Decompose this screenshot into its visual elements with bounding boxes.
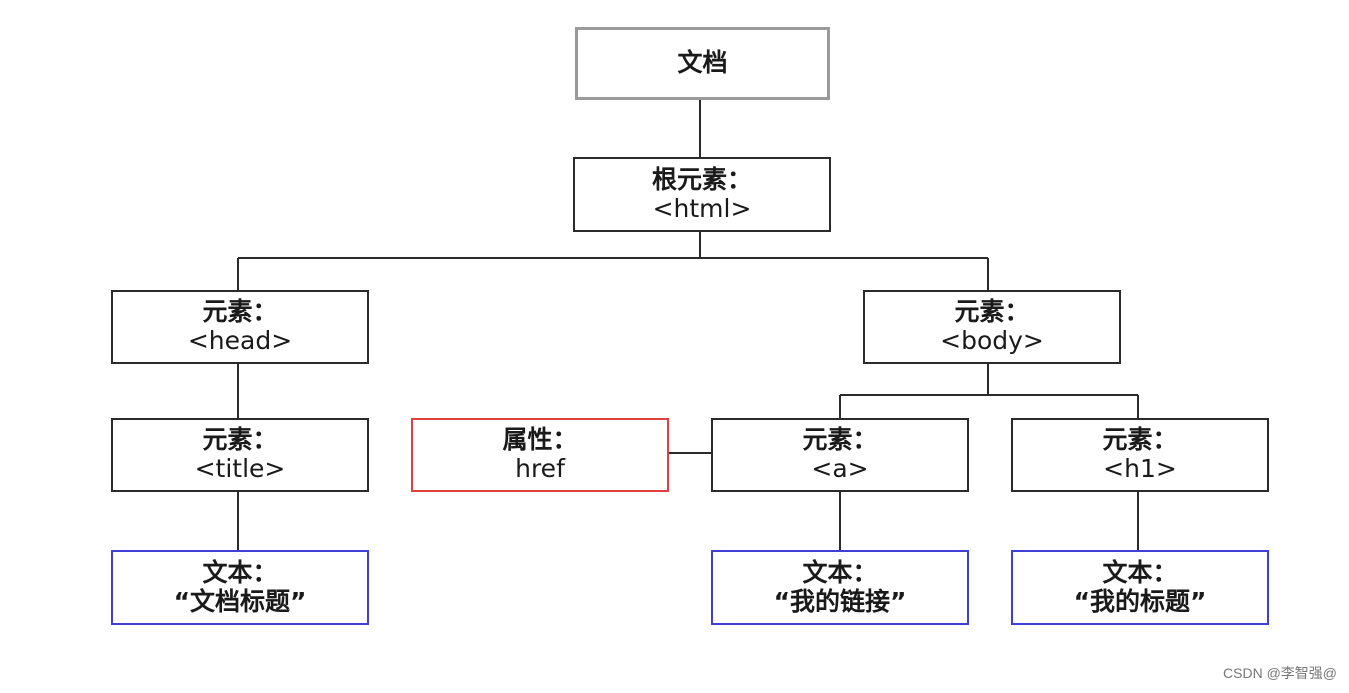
node-a: 元素： <a> (711, 418, 969, 492)
node-label: 根元素： (651, 164, 752, 194)
node-tag: “我的链接” (773, 586, 907, 616)
node-label: 元素： (954, 297, 1030, 327)
node-tag: <a> (811, 454, 869, 483)
node-label: 文本： (1102, 557, 1178, 587)
node-title: 元素： <title> (111, 418, 369, 492)
node-body: 元素： <body> (863, 290, 1121, 364)
node-label: 文本： (802, 557, 878, 587)
node-text-heading: 文本： “我的标题” (1011, 550, 1269, 625)
node-tag: <body> (940, 326, 1044, 355)
node-tag: <head> (187, 326, 293, 355)
node-text-link: 文本： “我的链接” (711, 550, 969, 625)
node-tag: <title> (194, 454, 286, 483)
node-html: 根元素： <html> (573, 157, 831, 232)
node-attribute-href: 属性： href (411, 418, 669, 492)
node-label: 文本： (202, 557, 278, 587)
node-head: 元素： <head> (111, 290, 369, 364)
node-h1: 元素： <h1> (1011, 418, 1269, 492)
node-label: 元素： (1102, 425, 1178, 455)
node-label: 文档 (677, 48, 728, 78)
watermark: CSDN @李智强@ (1223, 665, 1337, 681)
node-text-title: 文本： “文档标题” (111, 550, 369, 625)
node-tag: <h1> (1103, 454, 1177, 483)
node-document: 文档 (575, 27, 830, 100)
node-tag: href (515, 454, 565, 483)
node-label: 元素： (202, 297, 278, 327)
node-tag: “文档标题” (173, 586, 307, 616)
node-label: 元素： (202, 425, 278, 455)
node-label: 属性： (502, 425, 578, 455)
node-label: 元素： (802, 425, 878, 455)
node-tag: “我的标题” (1073, 586, 1207, 616)
node-tag: <html> (652, 193, 752, 223)
